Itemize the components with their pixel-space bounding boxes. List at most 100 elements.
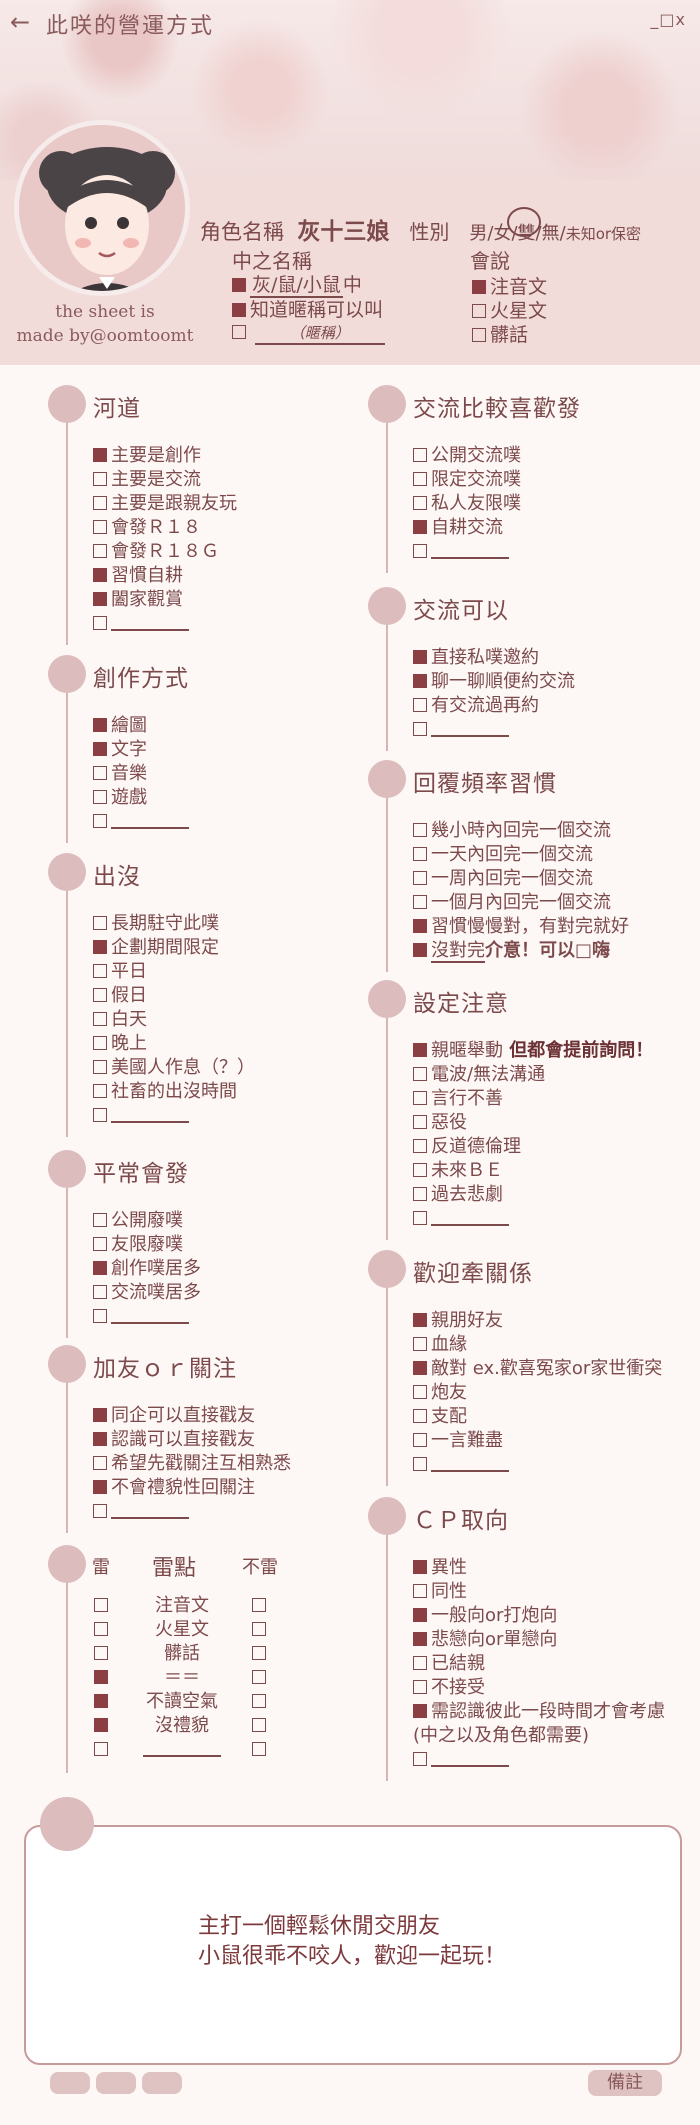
checkbox[interactable] [413,1139,427,1153]
checkbox[interactable] [413,496,427,510]
thunder-left-checkbox[interactable] [94,1694,108,1708]
checkbox[interactable] [93,742,107,756]
checkbox[interactable] [93,496,107,510]
checklist-item[interactable]: 一個月內回完一個交流 [413,892,611,914]
checklist-item[interactable]: 公開廢噗 [93,1210,183,1232]
checkbox[interactable] [93,814,107,828]
checklist-item[interactable]: 公開交流噗 [413,445,521,467]
checklist-item[interactable] [93,1105,189,1127]
checkbox[interactable] [413,919,427,933]
checklist-item[interactable]: 支配 [413,1406,467,1428]
checklist-item[interactable]: 限定交流噗 [413,469,521,491]
thunder-right-checkbox[interactable] [252,1694,266,1708]
checkbox[interactable] [413,1433,427,1447]
checkbox[interactable] [413,1457,427,1471]
checkbox[interactable] [93,544,107,558]
checklist-item[interactable]: 言行不善 [413,1088,503,1110]
checklist-item[interactable]: 有交流過再約 [413,695,539,717]
checklist-item[interactable] [93,1306,189,1328]
checkbox[interactable] [413,1163,427,1177]
checkbox[interactable] [413,650,427,664]
checkbox[interactable] [93,520,107,534]
checkbox[interactable] [93,766,107,780]
checkbox[interactable] [413,674,427,688]
checkbox[interactable] [93,568,107,582]
checkbox[interactable] [413,448,427,462]
checklist-item[interactable]: 社畜的出沒時間 [93,1081,237,1103]
checklist-item[interactable]: 長期駐守此噗 [93,913,219,935]
thunder-right-checkbox[interactable] [252,1646,266,1660]
checkbox[interactable] [413,1337,427,1351]
checklist-item[interactable]: 過去悲劇 [413,1184,503,1206]
checklist-item[interactable]: 未來ＢＥ [413,1160,503,1182]
checkbox[interactable] [413,1115,427,1129]
checklist-item[interactable]: (中之以及角色都需要) [413,1725,589,1747]
checklist-item[interactable]: 不接受 [413,1677,485,1699]
nickname-1-checkbox[interactable] [232,278,246,292]
checkbox[interactable] [413,1187,427,1201]
checkbox[interactable] [93,592,107,606]
checkbox[interactable] [413,544,427,558]
back-arrow-icon[interactable]: ← [10,8,31,36]
checklist-item[interactable]: 希望先戳關注互相熟悉 [93,1453,291,1475]
checklist-item[interactable]: 交流噗居多 [93,1282,201,1304]
nickname-2-checkbox[interactable] [232,303,246,317]
checklist-item[interactable]: 會發Ｒ１８Ｇ [93,541,219,563]
checkbox[interactable] [93,916,107,930]
checklist-item[interactable]: 炮友 [413,1382,467,1404]
checkbox[interactable] [93,718,107,732]
checklist-item[interactable]: 企劃期間限定 [93,937,219,959]
checkbox[interactable] [93,964,107,978]
language-1-checkbox[interactable] [472,280,486,294]
checklist-item[interactable]: 美國人作息（？） [93,1057,255,1079]
thunder-right-checkbox[interactable] [252,1670,266,1684]
checkbox[interactable] [93,616,107,630]
checklist-item[interactable]: 幾小時內回完一個交流 [413,820,611,842]
checklist-item[interactable]: 親暱舉動 但都會提前詢問！ [413,1040,653,1062]
checklist-item[interactable] [93,1501,189,1523]
checkbox[interactable] [413,1752,427,1766]
checkbox[interactable] [413,1656,427,1670]
nickname-3-checkbox[interactable] [232,325,246,339]
checklist-item[interactable]: 電波/無法溝通 [413,1064,545,1086]
checklist-item[interactable]: 聊一聊順便約交流 [413,671,575,693]
checklist-item[interactable]: 平日 [93,961,147,983]
checklist-item[interactable] [93,613,189,635]
checkbox[interactable] [93,1084,107,1098]
checklist-item[interactable] [413,1454,509,1476]
checklist-item[interactable]: 繪圖 [93,715,147,737]
checkbox[interactable] [413,1361,427,1375]
checklist-item[interactable]: 沒對完介意！可以□嗨 [413,940,610,963]
checkbox[interactable] [93,1060,107,1074]
footer-pill-2[interactable] [96,2072,136,2094]
checklist-item[interactable]: 白天 [93,1009,147,1031]
checkbox[interactable] [93,1285,107,1299]
checkbox[interactable] [413,847,427,861]
checklist-item[interactable]: 悲戀向or單戀向 [413,1629,557,1651]
checkbox[interactable] [413,698,427,712]
checkbox[interactable] [413,1313,427,1327]
checklist-item[interactable]: 音樂 [93,763,147,785]
language-2-checkbox[interactable] [472,304,486,318]
checkbox[interactable] [93,1432,107,1446]
thunder-left-checkbox[interactable] [94,1742,108,1756]
checklist-item[interactable]: 異性 [413,1557,467,1579]
checkbox[interactable] [413,1409,427,1423]
checkbox[interactable] [93,988,107,1002]
checkbox[interactable] [413,1560,427,1574]
checklist-item[interactable]: 遊戲 [93,787,147,809]
checkbox[interactable] [413,722,427,736]
checklist-item[interactable]: 習慣慢慢對，有對完就好 [413,916,629,938]
checklist-item[interactable] [413,719,509,741]
checklist-item[interactable]: 習慣自耕 [93,565,183,587]
checklist-item[interactable] [413,541,509,563]
checkbox[interactable] [93,1108,107,1122]
checkbox[interactable] [413,1067,427,1081]
checklist-item[interactable]: 私人友限噗 [413,493,521,515]
checkbox[interactable] [93,1237,107,1251]
thunder-left-checkbox[interactable] [94,1598,108,1612]
checkbox[interactable] [93,1456,107,1470]
checklist-item[interactable]: 同企可以直接戳友 [93,1405,255,1427]
footer-pill-1[interactable] [50,2072,90,2094]
checkbox[interactable] [93,1504,107,1518]
